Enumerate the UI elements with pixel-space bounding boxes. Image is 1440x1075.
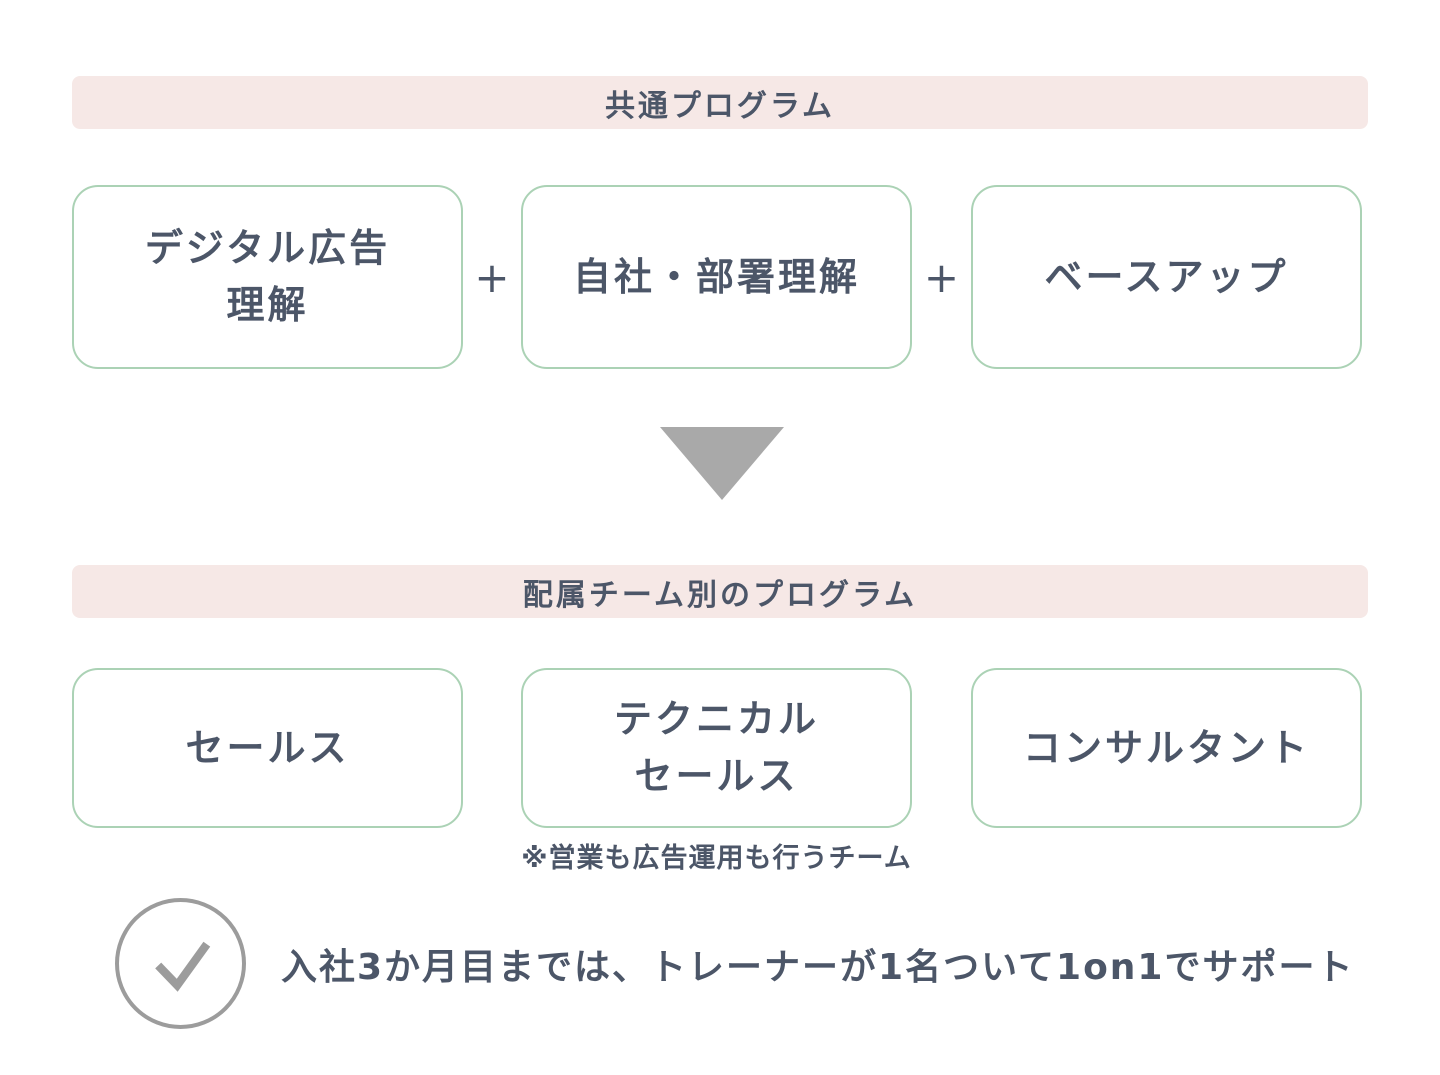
- plus-sign: +: [474, 252, 510, 302]
- box-technical-sales: テクニカル セールス: [521, 668, 912, 828]
- team-program-banner: 配属チーム別のプログラム: [72, 565, 1368, 618]
- support-note-text: 入社3か月目までは、トレーナーが1名ついて1on1でサポート: [281, 946, 1355, 988]
- box-consultant: コンサルタント: [971, 668, 1362, 828]
- box-base-up: ベースアップ: [971, 185, 1362, 369]
- common-program-banner: 共通プログラム: [72, 76, 1368, 129]
- box-company-department-understanding: 自社・部署理解: [521, 185, 912, 369]
- box-digital-ad-understanding: デジタル広告 理解: [72, 185, 463, 369]
- checkmark-icon: [154, 941, 210, 992]
- technical-sales-footnote: ※営業も広告運用も行うチーム: [521, 843, 912, 874]
- check-circle-icon: [115, 898, 246, 1029]
- down-arrow-icon: [660, 427, 784, 500]
- plus-sign: +: [923, 252, 960, 302]
- box-sales: セールス: [72, 668, 463, 828]
- support-note: 入社3か月目までは、トレーナーが1名ついて1on1でサポート: [115, 898, 1365, 1029]
